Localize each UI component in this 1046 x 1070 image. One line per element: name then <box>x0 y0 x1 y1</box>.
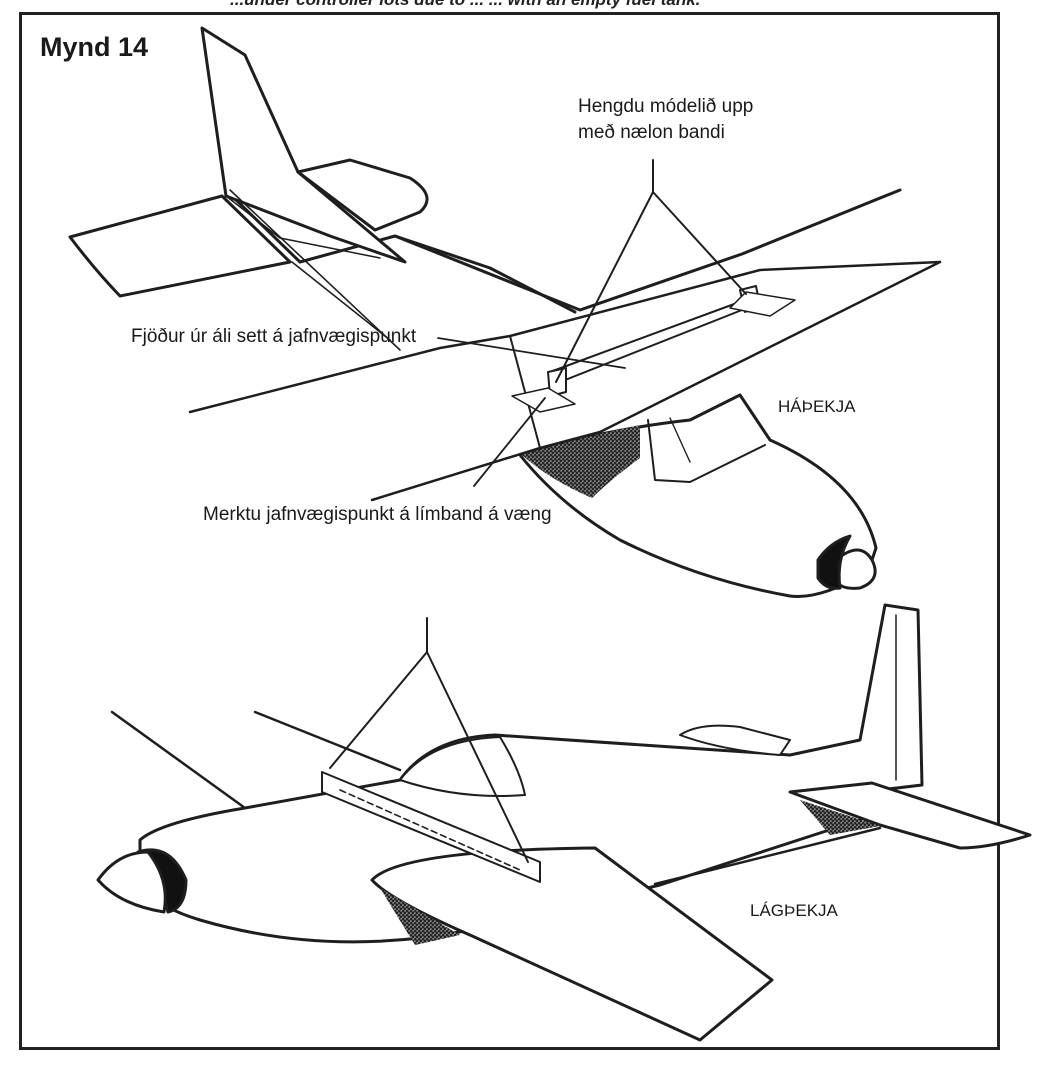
label-balance-bracket: Fjöður úr áli sett á jafnvægispunkt <box>131 326 417 347</box>
label-mark-tape: Merktu jafnvægispunkt á límband á væng <box>203 504 552 525</box>
low-wing-stabilizer-right <box>788 781 1032 850</box>
top-strip-text: ...under controller lots due to ... ... … <box>230 0 700 10</box>
label-low-wing: LÁGÞEKJA <box>750 901 838 920</box>
high-wing-stabilizer-left <box>68 194 292 298</box>
low-wing-aircraft <box>96 603 1032 1042</box>
low-wing-stab-shade <box>800 800 880 835</box>
low-wing-spinner <box>96 850 167 914</box>
low-wing-string <box>329 617 529 863</box>
high-wing-bracket <box>549 299 753 383</box>
label-hang: Hengdu módelið upp <box>578 96 754 117</box>
low-wing-wing-shade <box>380 888 460 945</box>
figure-frame <box>19 12 1000 1050</box>
low-wing-wing-left <box>110 710 247 810</box>
high-wing-string <box>555 159 747 383</box>
high-wing-spinner <box>834 548 877 590</box>
label-hang-line2: með nælon bandi <box>578 122 725 143</box>
label-high-wing: HÁÞEKJA <box>778 397 856 416</box>
high-wing-aircraft <box>68 26 942 598</box>
low-wing-bracket <box>321 771 541 883</box>
low-wing-canopy <box>399 736 526 797</box>
high-wing-shading <box>522 425 640 498</box>
low-wing-wing-right <box>370 846 774 1042</box>
high-wing-stabilizer-right <box>296 158 429 232</box>
figure-title: Mynd 14 <box>40 32 149 62</box>
low-wing-stabilizer-left <box>679 724 791 756</box>
